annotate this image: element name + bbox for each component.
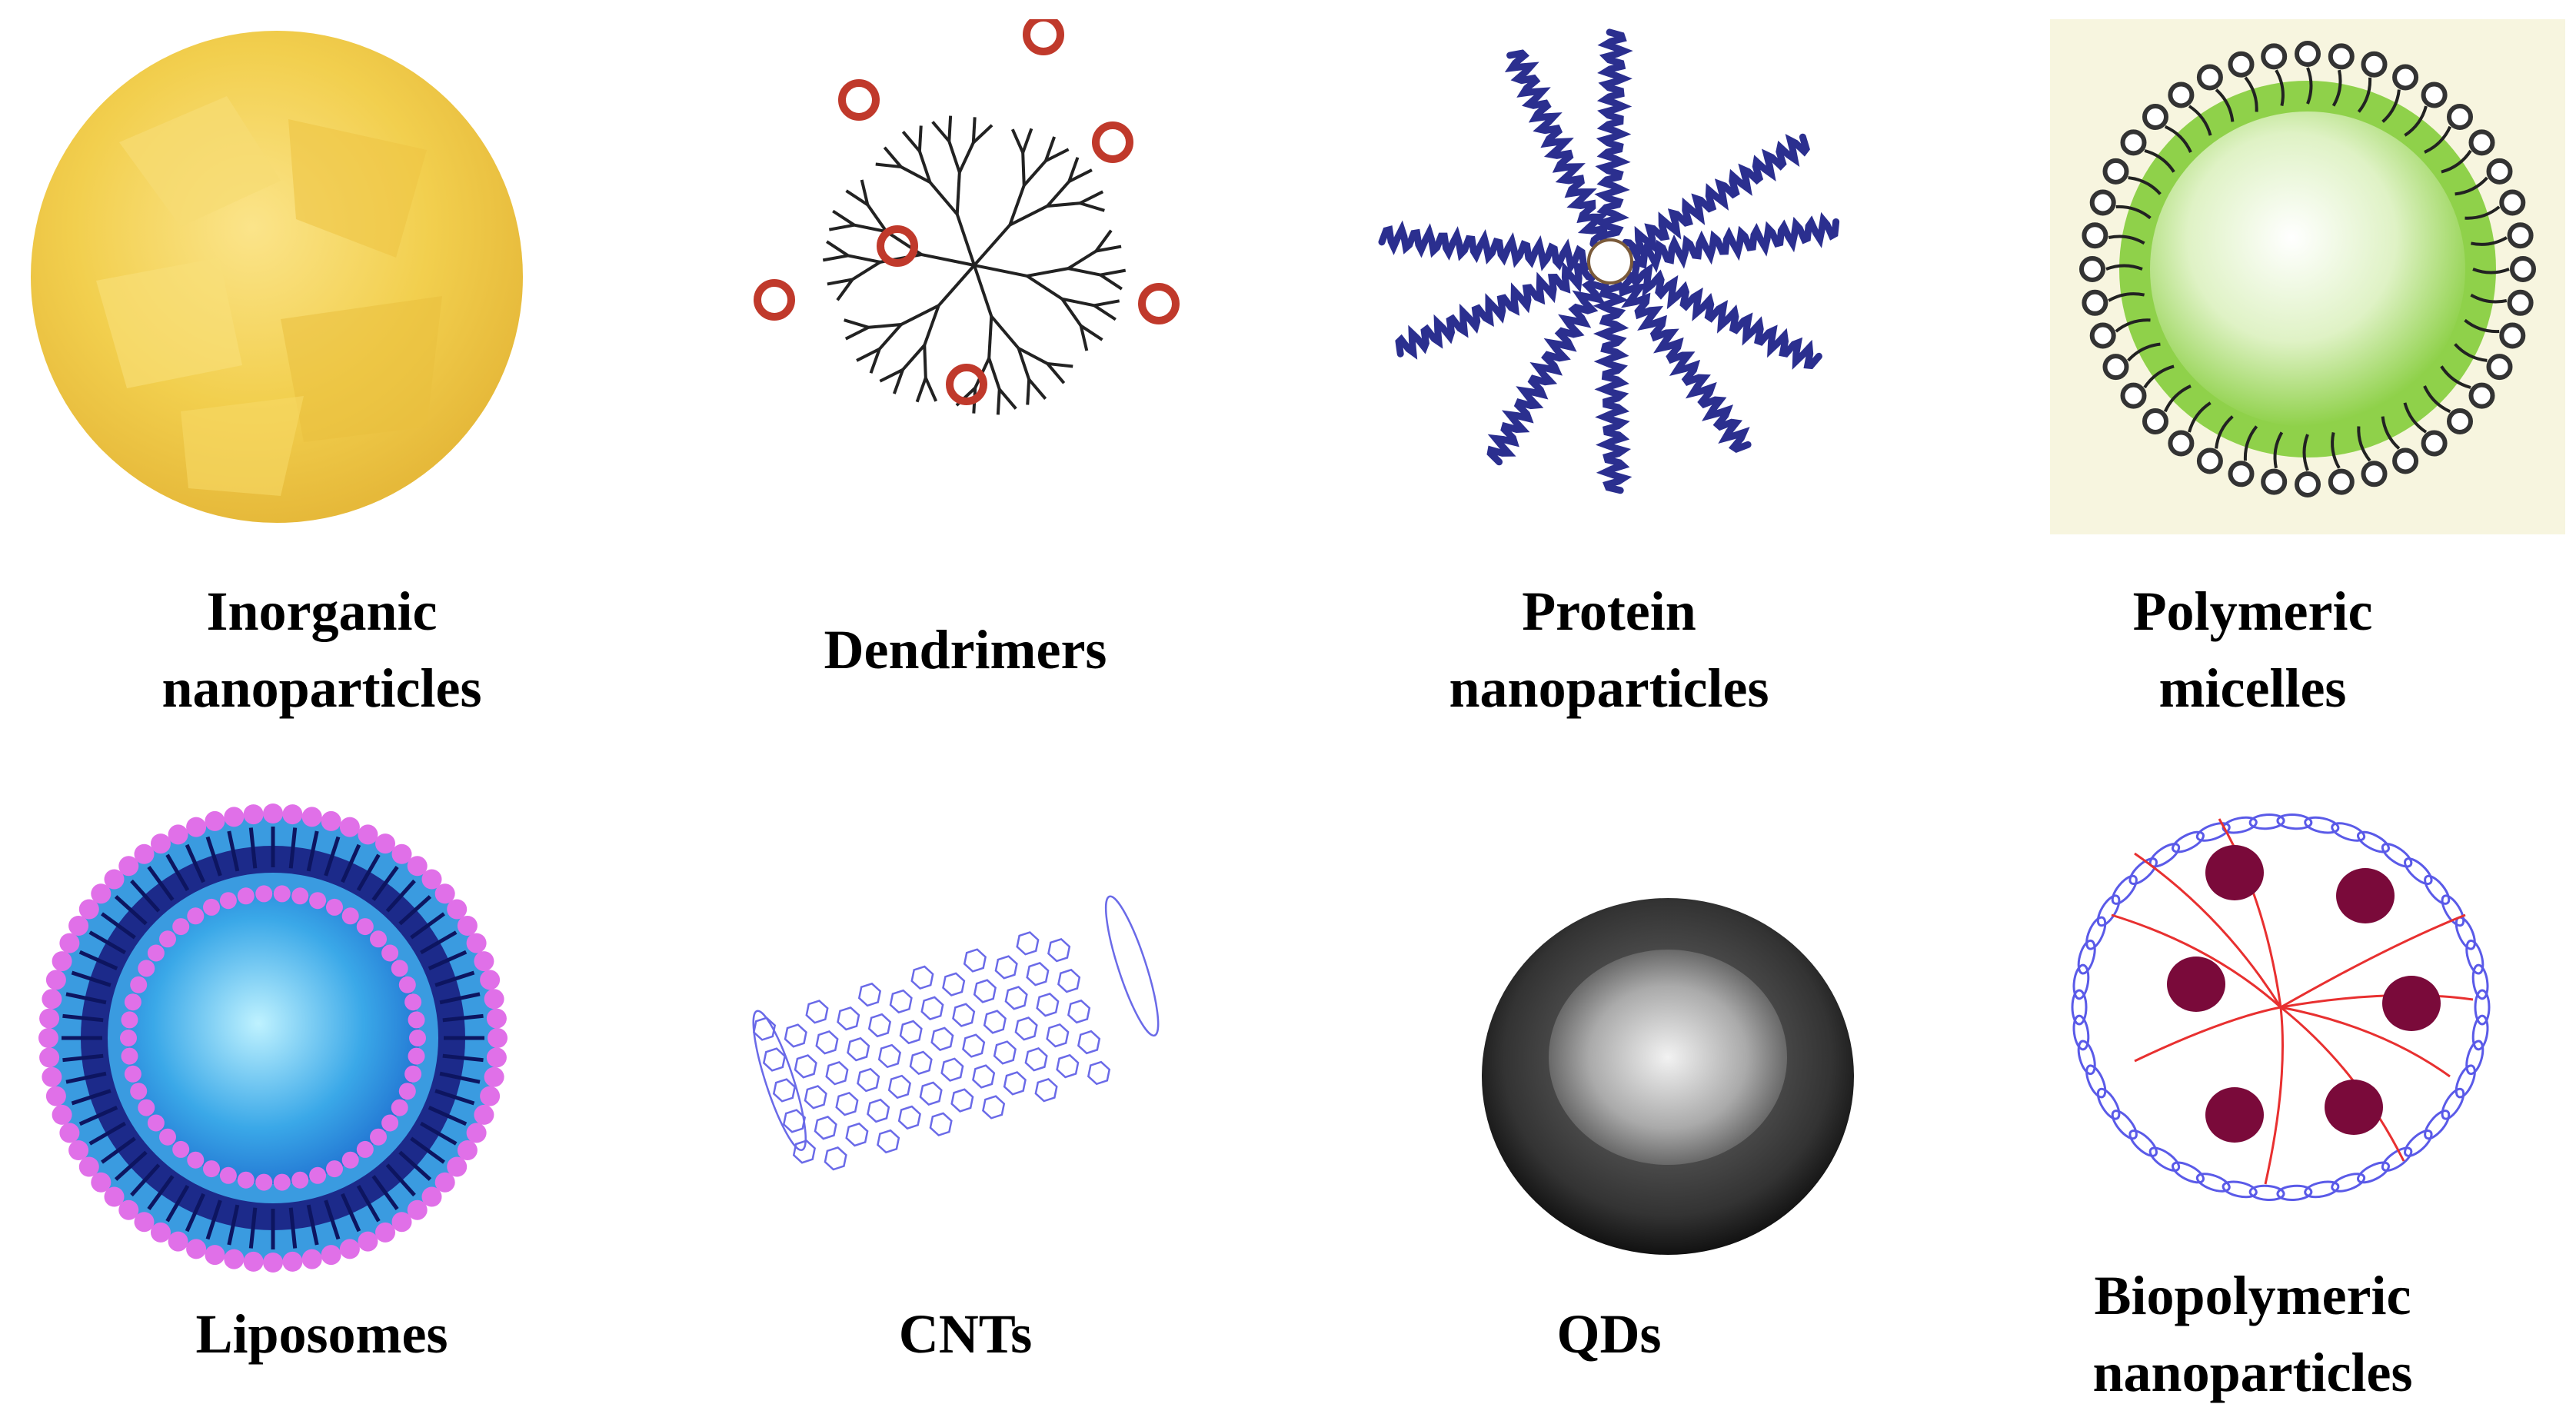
ring-icon: [877, 225, 918, 267]
carbon-nanotube-illustration: [744, 884, 1174, 1176]
biopolymeric-nanoparticle-illustration: [2065, 807, 2496, 1207]
dendrimers-label: Dendrimers: [824, 619, 1107, 680]
ring-icon: [838, 79, 880, 121]
qds-label: QDs: [1556, 1303, 1662, 1365]
ring-icon: [946, 364, 987, 405]
ring-icon: [1092, 121, 1133, 163]
item-dendrimers: Dendrimers: [644, 0, 1287, 707]
item-qds: QDs: [1287, 707, 1931, 1414]
liposome-illustration: [35, 800, 511, 1276]
ring-icon: [1138, 283, 1180, 324]
cnts-label: CNTs: [898, 1303, 1033, 1365]
item-cnts: CNTs: [644, 707, 1287, 1414]
polymeric-micelle-illustration: [2050, 19, 2565, 534]
ring-icon: [754, 279, 795, 321]
item-liposomes: Liposomes: [0, 707, 644, 1414]
protein-nanoparticle-illustration: [1364, 15, 1856, 515]
ring-icon: [1023, 19, 1064, 55]
dendrimer-illustration: [713, 19, 1236, 511]
inorganic-nanoparticle-illustration: [27, 27, 527, 527]
quantum-dot-illustration: [1479, 896, 1856, 1257]
liposomes-label: Liposomes: [195, 1303, 448, 1365]
